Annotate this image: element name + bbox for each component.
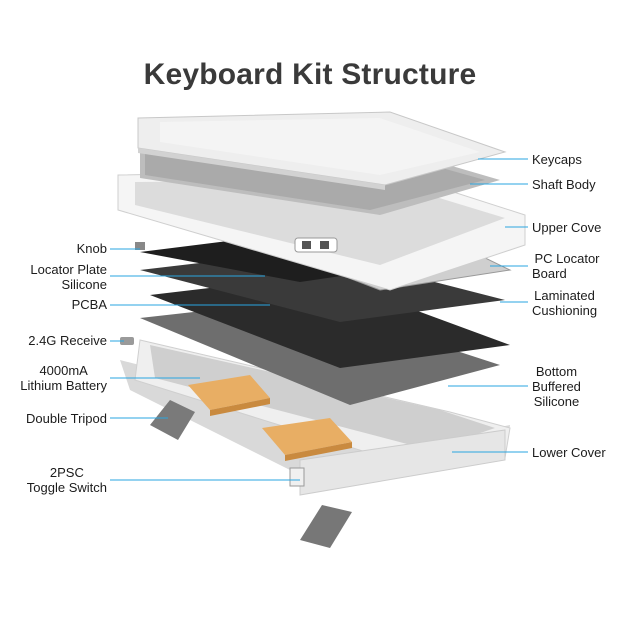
tripod-left-shape xyxy=(150,400,195,440)
label-pc-locator-line1: PC Locator xyxy=(534,251,600,266)
label-pc-locator-line2: Board xyxy=(532,266,567,281)
label-toggle-switch: 2PSC Toggle Switch xyxy=(27,465,107,495)
label-locator-plate-line2: Silicone xyxy=(61,277,107,292)
label-battery-line2: Lithium Battery xyxy=(20,378,107,393)
label-shaft-body: Shaft Body xyxy=(532,177,596,192)
keycap-layer-shape xyxy=(137,111,507,190)
label-pc-locator-board: PC Locator Board xyxy=(532,251,602,281)
label-locator-plate-silicone: Locator Plate Silicone xyxy=(30,262,107,292)
pcba-shape xyxy=(150,275,510,368)
toggle-switch-shape xyxy=(289,467,305,487)
label-pcba: PCBA xyxy=(71,297,107,312)
label-keycaps: Keycaps xyxy=(532,152,582,167)
label-battery: 4000mA Lithium Battery xyxy=(20,363,107,393)
label-bottom-line1: Bottom xyxy=(535,364,578,379)
label-laminated-line2: Cushioning xyxy=(532,303,598,318)
label-knob: Knob xyxy=(76,241,107,256)
label-bottom-line3: Silicone xyxy=(533,394,580,409)
leader-lines xyxy=(110,158,528,481)
label-tripod: Double Tripod xyxy=(26,411,107,426)
diagram-title: Keyboard Kit Structure xyxy=(143,58,477,91)
label-toggle-line1: 2PSC xyxy=(49,465,84,480)
label-upper-cover: Upper Cove xyxy=(532,220,602,235)
label-battery-line1: 4000mA xyxy=(39,363,88,378)
label-toggle-line2: Toggle Switch xyxy=(26,480,107,495)
label-laminated-cushioning: Laminated Cushioning xyxy=(532,288,597,318)
label-receiver: 2.4G Receive xyxy=(28,333,107,348)
label-lower-cover: Lower Cover xyxy=(532,445,606,460)
tripod-right-shape xyxy=(300,505,352,548)
label-laminated-line1: Laminated xyxy=(534,288,595,303)
knob-shape xyxy=(135,242,145,250)
label-locator-plate-line1: Locator Plate xyxy=(30,262,107,277)
label-bottom-buffered-silicone: Bottom Buffered Silicone xyxy=(532,364,581,409)
battery-pack-shape xyxy=(188,375,352,461)
label-bottom-line2: Buffered xyxy=(532,379,581,394)
receiver-shape xyxy=(120,337,134,345)
